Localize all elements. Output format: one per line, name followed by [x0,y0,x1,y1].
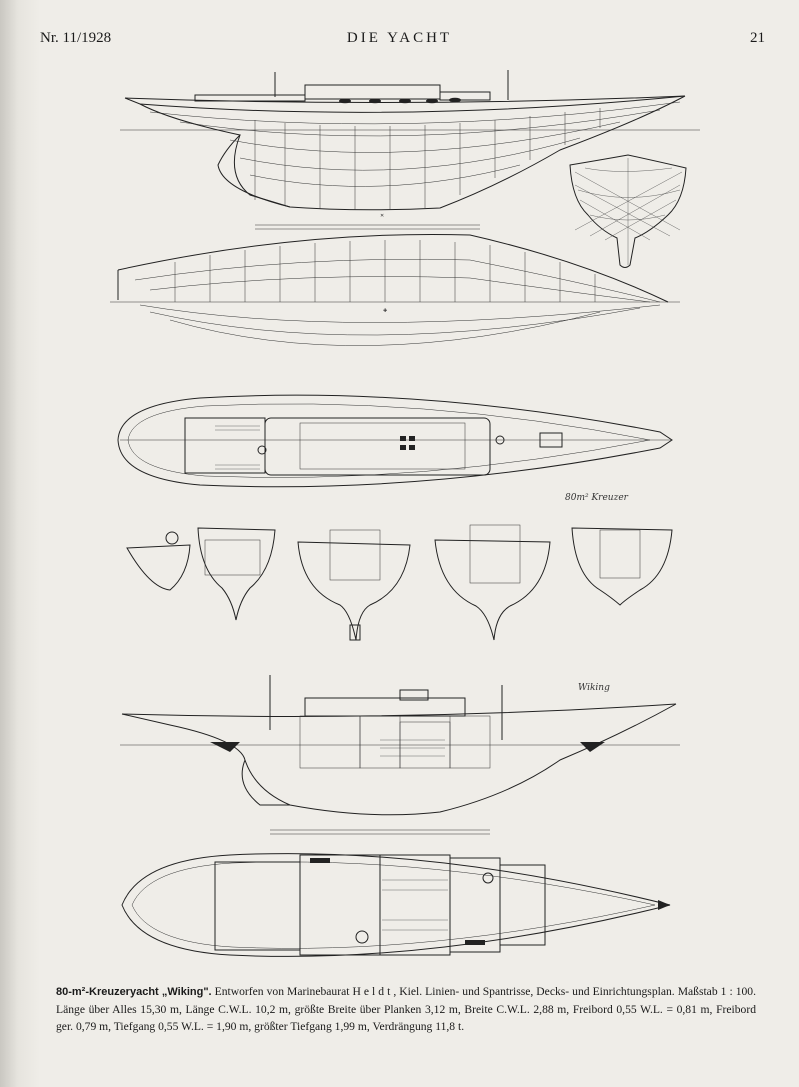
caption-text: Entworfen von Marinebaurat H e l d t , K… [56,985,756,1033]
accommodation-plan [121,829,671,957]
svg-text:✚: ✚ [383,308,387,314]
issue-number: Nr. 11/1928 [40,30,112,46]
interior-profile: Wiking [120,675,680,816]
half-breadth-plan: ✚ [110,224,680,346]
figure-caption: 80-m²-Kreuzeryacht „Wiking". Entworfen v… [56,983,756,1035]
cross-sections [126,524,673,641]
yacht-name-tag: Wiking [578,683,610,693]
profile-lines-plan: ✕ [120,70,700,219]
deck-plan: 80m² Kreuzer [117,394,673,503]
body-plan [569,154,687,268]
page-number: 21 [750,30,765,46]
magazine-title: DIE YACHT [346,30,453,46]
deck-plan-note: 80m² Kreuzer [565,493,629,503]
page-header: Nr. 11/1928 DIE YACHT 21 [0,28,799,52]
caption-title: 80-m²-Kreuzeryacht „Wiking". [56,986,212,998]
svg-text:✕: ✕ [380,213,384,219]
